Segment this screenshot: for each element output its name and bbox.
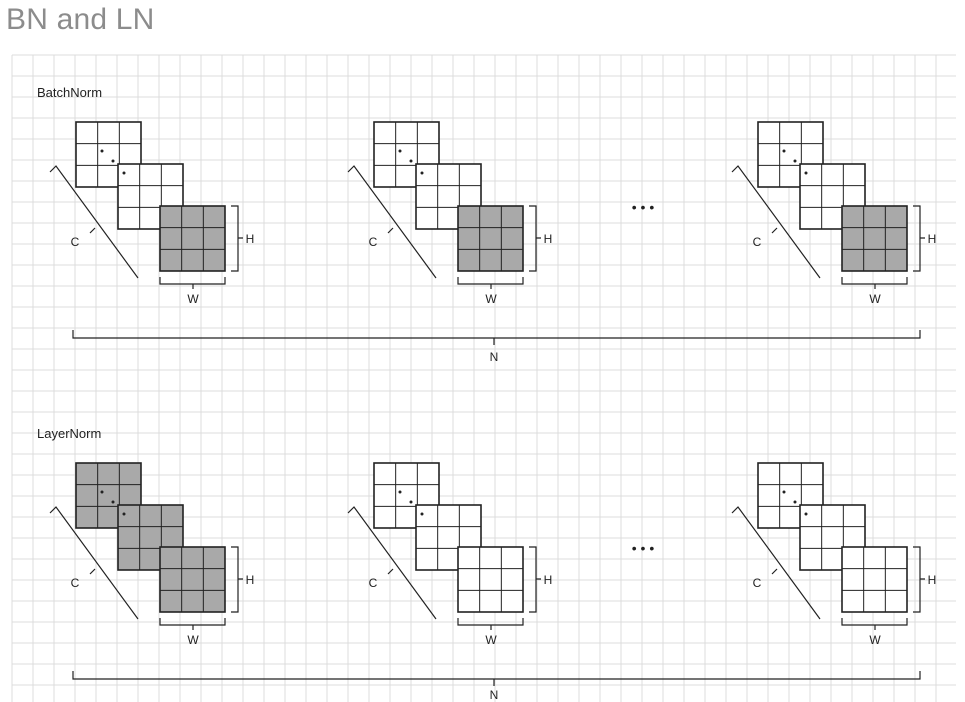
ellipsis: • • • bbox=[632, 540, 655, 556]
height-bracket bbox=[231, 205, 243, 272]
width-bracket bbox=[159, 277, 226, 289]
section-label-batchnorm: BatchNorm bbox=[37, 85, 102, 100]
dot bbox=[122, 171, 126, 175]
height-label: H bbox=[544, 232, 553, 246]
height-bracket bbox=[529, 546, 541, 613]
width-label: W bbox=[187, 292, 199, 306]
dot bbox=[793, 159, 797, 163]
slide-title: BN and LN bbox=[6, 3, 155, 36]
height-label: H bbox=[928, 232, 937, 246]
ellipsis: • • • bbox=[632, 199, 655, 215]
dot bbox=[420, 171, 424, 175]
dot bbox=[420, 512, 424, 516]
height-bracket bbox=[529, 205, 541, 272]
dot bbox=[111, 159, 115, 163]
channel-brace bbox=[347, 506, 437, 620]
feature-map bbox=[457, 205, 524, 272]
sample-2: C H W bbox=[347, 121, 553, 306]
section-layernorm: LayerNorm C H W C H W • • • C H W N bbox=[37, 426, 936, 702]
sample-1: C H W bbox=[49, 121, 255, 306]
batch-brace bbox=[72, 671, 921, 686]
width-label: W bbox=[485, 292, 497, 306]
dot bbox=[111, 500, 115, 504]
height-label: H bbox=[246, 232, 255, 246]
dot bbox=[782, 490, 786, 494]
height-label: H bbox=[246, 573, 255, 587]
channel-label: C bbox=[369, 576, 378, 590]
sample-1: C H W bbox=[49, 462, 255, 647]
dot bbox=[398, 149, 402, 153]
feature-map bbox=[841, 546, 908, 613]
width-bracket bbox=[457, 277, 524, 289]
dot bbox=[409, 159, 413, 163]
dot bbox=[804, 512, 808, 516]
height-bracket bbox=[913, 205, 925, 272]
dot bbox=[804, 171, 808, 175]
batch-brace bbox=[72, 330, 921, 345]
batch-label: N bbox=[490, 350, 499, 364]
batch-label: N bbox=[490, 688, 499, 702]
width-bracket bbox=[159, 618, 226, 630]
feature-map bbox=[841, 205, 908, 272]
dot bbox=[398, 490, 402, 494]
dot bbox=[409, 500, 413, 504]
channel-brace bbox=[49, 165, 139, 279]
feature-map bbox=[457, 546, 524, 613]
height-bracket bbox=[913, 546, 925, 613]
dot bbox=[122, 512, 126, 516]
section-batchnorm: BatchNorm C H W C H W • • • C H W N bbox=[37, 85, 936, 364]
width-bracket bbox=[841, 277, 908, 289]
sample-n: C H W bbox=[731, 462, 937, 647]
channel-brace bbox=[731, 506, 821, 620]
width-label: W bbox=[869, 633, 881, 647]
channel-label: C bbox=[753, 235, 762, 249]
sample-2: C H W bbox=[347, 462, 553, 647]
width-bracket bbox=[841, 618, 908, 630]
feature-map bbox=[159, 546, 226, 613]
height-label: H bbox=[544, 573, 553, 587]
width-label: W bbox=[485, 633, 497, 647]
channel-label: C bbox=[71, 235, 80, 249]
height-label: H bbox=[928, 573, 937, 587]
channel-label: C bbox=[753, 576, 762, 590]
dot bbox=[100, 490, 104, 494]
channel-label: C bbox=[71, 576, 80, 590]
section-label-layernorm: LayerNorm bbox=[37, 426, 101, 441]
channel-label: C bbox=[369, 235, 378, 249]
height-bracket bbox=[231, 546, 243, 613]
width-label: W bbox=[869, 292, 881, 306]
feature-map bbox=[757, 462, 824, 529]
dot bbox=[100, 149, 104, 153]
feature-map bbox=[159, 205, 226, 272]
channel-brace bbox=[49, 506, 139, 620]
channel-brace bbox=[347, 165, 437, 279]
channel-brace bbox=[731, 165, 821, 279]
dot bbox=[782, 149, 786, 153]
sample-n: C H W bbox=[731, 121, 937, 306]
width-label: W bbox=[187, 633, 199, 647]
width-bracket bbox=[457, 618, 524, 630]
dot bbox=[793, 500, 797, 504]
